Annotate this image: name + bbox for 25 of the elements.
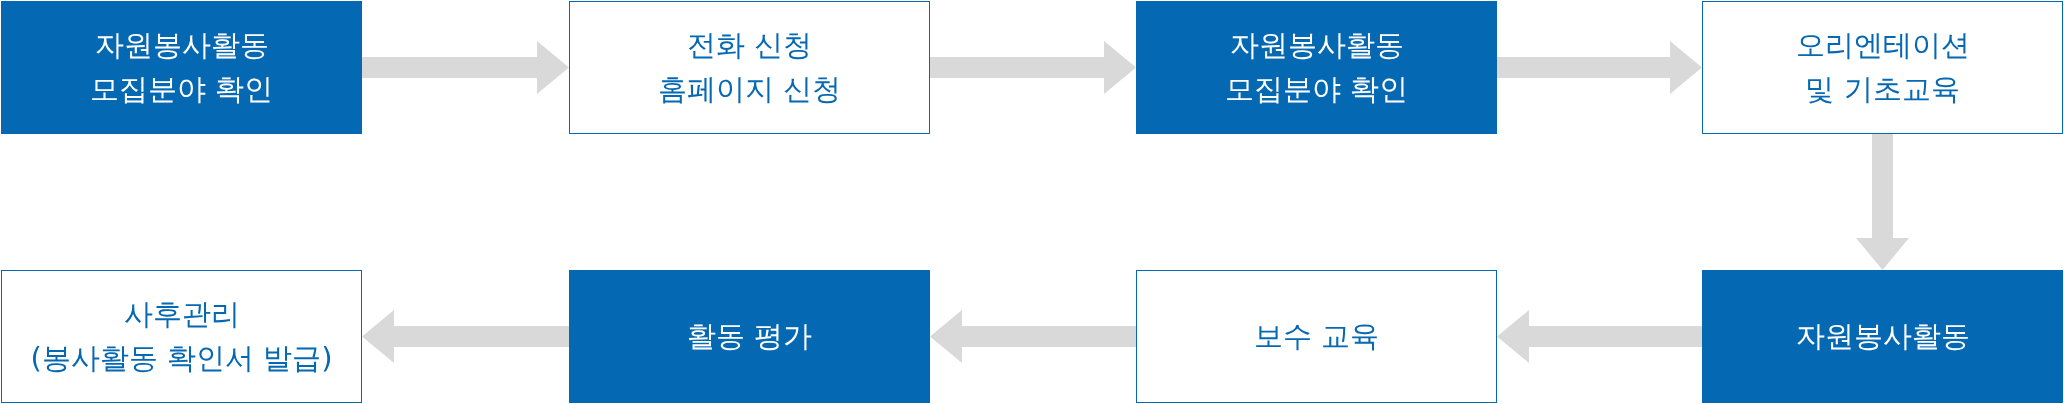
block-arrow <box>362 41 569 94</box>
process-box <box>1702 270 2063 403</box>
step-text: 보수 교육 <box>1253 317 1380 355</box>
step-text: 활동 평가 <box>686 317 813 355</box>
step-text: 오리엔테이션 및 기초교육 <box>1794 27 1971 108</box>
step-text: 홈페이지 신청 <box>657 70 842 108</box>
block-arrow <box>1497 41 1702 94</box>
block-arrow <box>362 310 569 363</box>
step-text: 전화 신청 <box>686 27 813 64</box>
process-box <box>569 270 930 403</box>
process-box <box>569 1 930 134</box>
block-arrow <box>1856 134 1909 270</box>
step-text: 자원봉사활동 모집분야 확인 <box>1223 27 1410 108</box>
step-text: (봉사활동 확인서 발급) <box>30 339 333 377</box>
step-text: 사후관리 <box>123 296 240 333</box>
process-box <box>1 1 362 134</box>
step-text: 자원봉사활동 <box>1795 317 1970 355</box>
block-arrow <box>930 310 1136 363</box>
process-box <box>1136 270 1497 403</box>
block-arrow <box>930 41 1136 94</box>
process-box <box>1136 1 1497 134</box>
block-arrow <box>1497 310 1702 363</box>
process-box <box>1 270 362 403</box>
process-box <box>1702 1 2063 134</box>
step-text: 자원봉사활동 모집분야 확인 <box>88 27 275 108</box>
